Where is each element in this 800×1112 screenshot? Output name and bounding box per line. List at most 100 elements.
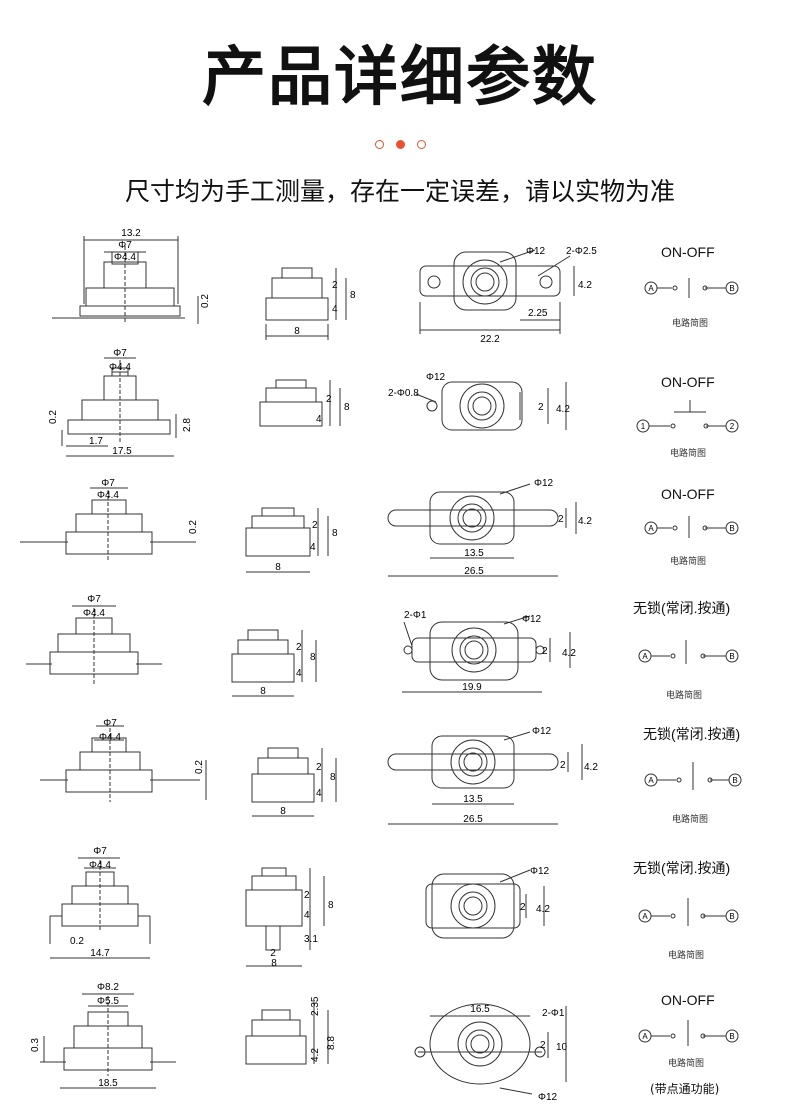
r7-switch-left: A bbox=[642, 1032, 648, 1041]
r6-side-d4: 3.1 bbox=[304, 934, 318, 945]
r7-front-left: 0.3 bbox=[30, 1038, 41, 1052]
r6-side-d3: 4 bbox=[304, 910, 310, 921]
r6-top-h1: 2 bbox=[520, 902, 526, 913]
r3-switch-caption: 电路简图 bbox=[670, 557, 707, 567]
r5-top-h2: 4.2 bbox=[584, 762, 598, 773]
r6-switch-right: B bbox=[729, 912, 734, 921]
r5-top-inner: 13.5 bbox=[463, 794, 483, 805]
r1-switch-right: B bbox=[729, 284, 734, 293]
r1-side-d1: 2 bbox=[332, 280, 338, 291]
r2-switch-right: 2 bbox=[730, 422, 735, 431]
r4-front-inner: Φ7 bbox=[87, 594, 101, 605]
r6-side-pin: 2 bbox=[270, 948, 276, 959]
r5-side-d3: 4 bbox=[316, 788, 322, 799]
r5-top-span: 26.5 bbox=[463, 814, 483, 825]
r6-switch-caption: 电路简图 bbox=[668, 951, 705, 961]
r7-side-d1: 2.35 bbox=[310, 996, 321, 1016]
r5-switch-caption: 电路简图 bbox=[672, 815, 709, 825]
r1-top-span: 22.2 bbox=[480, 334, 500, 345]
r7-front-inner: Φ8.2 bbox=[97, 982, 119, 993]
r4-front-cap: Φ4.4 bbox=[83, 608, 105, 619]
r3-switch-left: A bbox=[648, 524, 654, 533]
r4-side-d2: 8 bbox=[310, 652, 316, 663]
spec-row-2: Φ7 Φ4.4 0.2 2.8 1.7 17.5 2 8 4 Φ12 2-Φ0.… bbox=[0, 342, 800, 462]
r1-front-cap: Φ4.4 bbox=[114, 252, 136, 263]
r1-switch-left: A bbox=[648, 284, 654, 293]
spec-row-3: Φ7 Φ4.4 0.2 8 2 8 4 Φ12 13.5 26.5 2 4.2 … bbox=[0, 470, 800, 590]
r2-front-right: 2.8 bbox=[182, 418, 193, 432]
r1-switch-title: ON-OFF bbox=[661, 244, 715, 260]
row-2-drawings: Φ7 Φ4.4 0.2 2.8 1.7 17.5 2 8 4 Φ12 2-Φ0.… bbox=[48, 348, 739, 457]
r3-switch-title: ON-OFF bbox=[661, 486, 715, 502]
dot-outline-left bbox=[374, 140, 384, 149]
r1-front-inner: Φ7 bbox=[118, 240, 132, 251]
r7-side-d2: 8.8 bbox=[326, 1036, 337, 1050]
row-1-drawings: 13.2 Φ7 Φ4.4 0.2 8 2 8 4 Φ12 2-Φ2.5 22.2… bbox=[52, 228, 739, 345]
r6-front-cap: Φ4.4 bbox=[89, 860, 111, 871]
spec-row-1: 13.2 Φ7 Φ4.4 0.2 8 2 8 4 Φ12 2-Φ2.5 22.2… bbox=[0, 226, 800, 346]
row-4-drawings: Φ7 Φ4.4 8 2 8 4 Φ12 2-Φ1 19.9 2 4.2 A B bbox=[26, 594, 739, 697]
r3-front-right: 0.2 bbox=[188, 520, 199, 534]
r2-front-left: 0.2 bbox=[48, 410, 59, 424]
spec-row-5: Φ7 Φ4.4 0.2 8 2 8 4 Φ12 13.5 26.5 2 4.2 … bbox=[0, 712, 800, 832]
r7-top-hole: Φ12 bbox=[538, 1092, 558, 1103]
r3-top-hole: Φ12 bbox=[534, 478, 554, 489]
r3-side-d1: 2 bbox=[312, 520, 318, 531]
r1-top-height: 4.2 bbox=[578, 280, 592, 291]
spec-row-7: Φ8.2 Φ5.5 0.3 18.5 2.35 8.8 4.2 16.5 2-Φ… bbox=[0, 976, 800, 1112]
r7-switch-note: (带点通功能) bbox=[650, 1082, 720, 1096]
page-title: 产品详细参数 bbox=[202, 41, 598, 115]
r2-switch-left: 1 bbox=[641, 422, 646, 431]
r7-front-cap: Φ5.5 bbox=[97, 996, 119, 1007]
r5-side-d1: 2 bbox=[316, 762, 322, 773]
r4-switch-title: 无锁(常闭.按通) bbox=[633, 600, 731, 616]
r1-switch-caption: 电路简图 bbox=[672, 319, 709, 329]
row-7-drawings: Φ8.2 Φ5.5 0.3 18.5 2.35 8.8 4.2 16.5 2-Φ… bbox=[30, 982, 739, 1103]
row-6-drawings: Φ7 Φ4.4 0.2 14.7 2 8 2 8 4 3.1 Φ12 2 4.2… bbox=[49, 846, 739, 969]
r5-top-h1: 2 bbox=[560, 760, 566, 771]
r5-front-inner: Φ7 bbox=[103, 718, 117, 729]
r6-front-inner: Φ7 bbox=[93, 846, 107, 857]
r1-side-d3: 4 bbox=[332, 304, 338, 315]
spec-row-6: Φ7 Φ4.4 0.2 14.7 2 8 2 8 4 3.1 Φ12 2 4.2… bbox=[0, 840, 800, 969]
r5-side-d2: 8 bbox=[330, 772, 336, 783]
r2-front-cap: Φ4.4 bbox=[109, 362, 131, 373]
r5-front-right: 0.2 bbox=[194, 760, 205, 774]
r2-side-d2: 8 bbox=[344, 402, 350, 413]
row-5-drawings: Φ7 Φ4.4 0.2 8 2 8 4 Φ12 13.5 26.5 2 4.2 … bbox=[40, 718, 742, 825]
r7-switch-right: B bbox=[729, 1032, 734, 1041]
r3-switch-right: B bbox=[729, 524, 734, 533]
r5-switch-right: B bbox=[732, 776, 737, 785]
r7-top-h2: 10 bbox=[556, 1042, 568, 1053]
r6-front-foot: 0.2 bbox=[70, 936, 84, 947]
r1-top-offset: 2.25 bbox=[528, 308, 548, 319]
r4-switch-right: B bbox=[729, 652, 734, 661]
r5-front-cap: Φ4.4 bbox=[99, 732, 121, 743]
r1-top-mount: 2-Φ2.5 bbox=[566, 246, 597, 257]
r7-top-mount: 2-Φ1 bbox=[542, 1008, 565, 1019]
r7-front-width: 18.5 bbox=[98, 1078, 118, 1089]
r2-top-h2: 4.2 bbox=[556, 404, 570, 415]
spec-row-4: Φ7 Φ4.4 8 2 8 4 Φ12 2-Φ1 19.9 2 4.2 A B … bbox=[0, 592, 800, 712]
r2-top-mount: 2-Φ0.8 bbox=[388, 388, 419, 399]
r5-top-hole: Φ12 bbox=[532, 726, 552, 737]
r3-front-inner: Φ7 bbox=[101, 478, 115, 489]
r3-front-cap: Φ4.4 bbox=[97, 490, 119, 501]
decorative-dots bbox=[0, 134, 800, 153]
r7-switch-caption: 电路简图 bbox=[668, 1059, 705, 1069]
r2-front-inner: Φ7 bbox=[113, 348, 127, 359]
r2-side-d1: 2 bbox=[326, 394, 332, 405]
r3-top-h2: 4.2 bbox=[578, 516, 592, 527]
row-3-drawings: Φ7 Φ4.4 0.2 8 2 8 4 Φ12 13.5 26.5 2 4.2 … bbox=[20, 478, 739, 577]
r7-top-width: 16.5 bbox=[470, 1004, 490, 1015]
r6-top-h2: 4.2 bbox=[536, 904, 550, 915]
r2-front-foot: 1.7 bbox=[89, 436, 103, 447]
r2-side-d3: 4 bbox=[316, 414, 322, 425]
r4-switch-left: A bbox=[642, 652, 648, 661]
r3-top-h1: 2 bbox=[558, 514, 564, 525]
dot-outline-right bbox=[416, 140, 426, 149]
r4-top-hole: Φ12 bbox=[522, 614, 542, 625]
r1-top-hole: Φ12 bbox=[526, 246, 546, 257]
r2-switch-caption: 电路简图 bbox=[670, 449, 707, 459]
r3-top-span: 26.5 bbox=[464, 566, 484, 577]
